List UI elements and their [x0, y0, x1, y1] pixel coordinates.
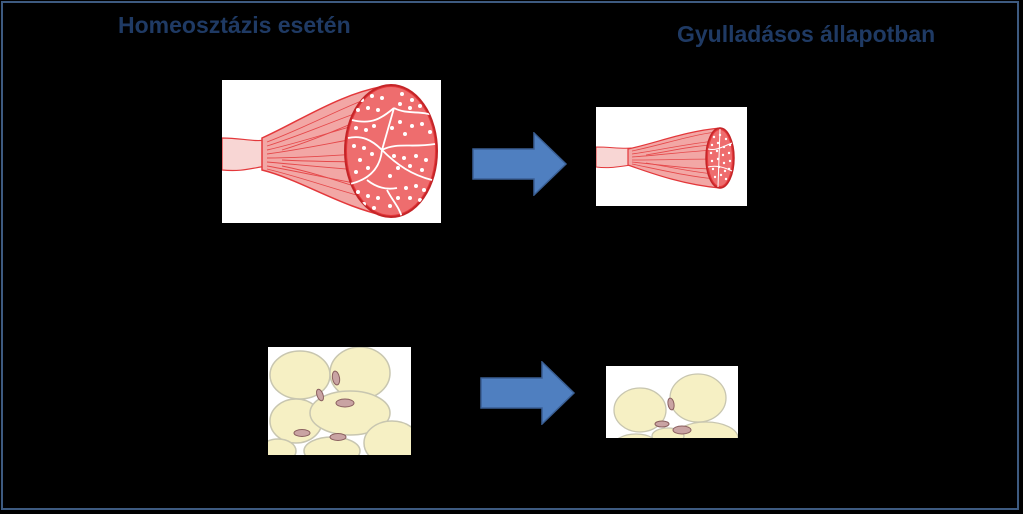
adipose-normal-panel — [268, 347, 411, 455]
inflammatory-state-label: Gyulladásos állapotban — [677, 21, 936, 47]
atrophied-muscle-bundle-icon — [596, 127, 735, 189]
adipose-shrunk-panel — [606, 366, 738, 438]
right-arrow-icon — [480, 361, 576, 425]
muscle-fiber-bundle-icon — [222, 84, 438, 218]
muscle-atrophied-panel — [596, 107, 747, 206]
shrunken-adipocyte-cluster-icon — [613, 373, 738, 438]
homeostasis-label: Homeosztázis esetén — [118, 12, 351, 38]
right-arrow-icon — [472, 132, 568, 196]
muscle-normal-panel — [222, 80, 441, 223]
adipocyte-cluster-icon — [268, 347, 411, 455]
